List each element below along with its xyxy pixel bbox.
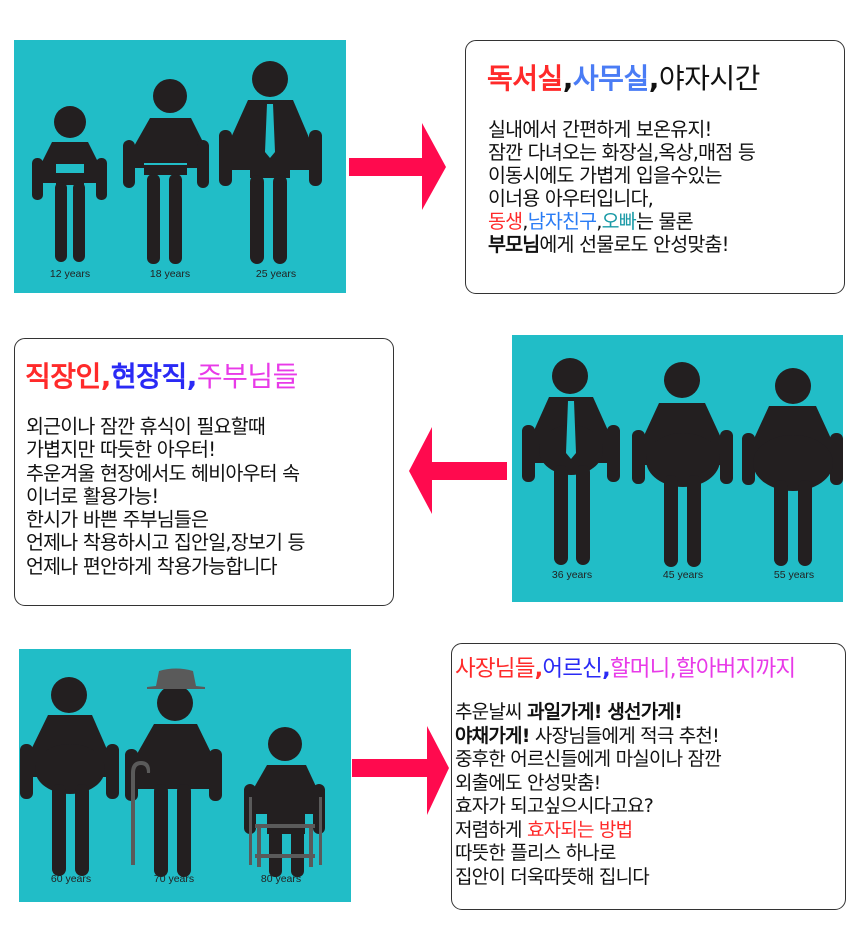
title-keyword: 할머니,할아버지까지 xyxy=(609,656,796,682)
body-text: 에게 선물로도 안성맞춤! xyxy=(539,233,729,256)
title-separator: , xyxy=(602,656,611,682)
body-line: 집안이 더욱따뜻해 집니다 xyxy=(455,865,650,888)
title-separator: , xyxy=(648,62,660,95)
stick-figures-middle-age xyxy=(522,358,843,567)
description-box-2: 직장인,현장직,주부님들 외근이나 잠깐 휴식이 필요할때 가볍지만 따듯한 아… xyxy=(14,338,394,606)
body-line: 이너용 아우터입니다, xyxy=(488,187,654,210)
age-label: 70 years xyxy=(153,873,195,885)
arrow-right-icon xyxy=(352,726,449,815)
arrow-right-icon xyxy=(349,123,446,210)
stick-figures-elderly xyxy=(20,668,325,877)
title-keyword: 사무실 xyxy=(572,62,649,95)
bold-text: 야채가게! xyxy=(455,724,530,747)
age-label: 55 years xyxy=(773,569,815,581)
box-body: 실내에서 간편하게 보온유지! 잠깐 다녀오는 화장실,옥상,매점 등 이동시에… xyxy=(488,118,756,256)
title-keyword: 야자시간 xyxy=(658,62,761,95)
title-separator: , xyxy=(534,656,544,682)
box-title: 독서실,사무실,야자시간 xyxy=(487,57,760,97)
highlight-text: 동생 xyxy=(488,210,523,233)
body-line: 실내에서 간편하게 보온유지! xyxy=(488,118,712,141)
title-keyword: 직장인 xyxy=(25,360,101,393)
body-text: 추운날씨 xyxy=(455,701,527,723)
title-separator: , xyxy=(186,360,198,393)
body-text: 사장님들에게 적극 추천! xyxy=(529,724,720,747)
body-text: 저렴하게 xyxy=(455,818,527,841)
title-separator: , xyxy=(100,360,112,393)
separator: , xyxy=(596,210,602,233)
title-keyword: 사장님들 xyxy=(455,656,535,682)
title-keyword: 현장직 xyxy=(110,360,187,393)
body-line: 이너로 활용가능! xyxy=(26,484,159,508)
arrow-left-icon xyxy=(409,427,507,514)
body-line: 부모님에게 선물로도 안성맞춤! xyxy=(488,233,755,256)
box-body: 추운날씨 과일가게! 생선가게! 야채가게! 사장님들에게 적극 추천! 중후한… xyxy=(455,701,722,889)
bold-text: 과일가게! 생선가게! xyxy=(526,701,683,723)
body-line: 중후한 어르신들에게 마실이나 잠깐 xyxy=(455,748,722,770)
age-illustration-panel-2: 36 years 45 years 55 years xyxy=(512,335,843,602)
body-line: 추운겨울 현장에서도 헤비아우터 속 xyxy=(26,461,300,485)
highlight-text: 오빠 xyxy=(601,210,637,233)
age-label: 80 years xyxy=(260,873,302,885)
body-line: 외출에도 안성맞춤! xyxy=(455,771,601,794)
body-line: 따뜻한 플리스 하나로 xyxy=(455,842,616,864)
body-line: 추운날씨 과일가게! 생선가게! xyxy=(455,701,721,725)
body-line: 한시가 바쁜 주부님들은 xyxy=(26,508,209,532)
body-line: 언제나 착용하시고 집안일,장보기 등 xyxy=(26,531,306,555)
body-line: 효자가 되고싶으시다고요? xyxy=(455,795,654,817)
box-body: 외근이나 잠깐 휴식이 필요할때 가볍지만 따듯한 아우터! 추운겨울 현장에서… xyxy=(26,415,306,578)
age-label: 25 years xyxy=(255,268,297,280)
body-line: 외근이나 잠깐 휴식이 필요할때 xyxy=(26,415,266,438)
box-title: 사장님들,어르신,할머니,할아버지까지 xyxy=(455,651,796,683)
separator: , xyxy=(522,210,528,233)
highlight-text: 효자되는 방법 xyxy=(526,818,633,841)
title-keyword: 독서실 xyxy=(487,62,563,95)
highlight-text: 남자친구 xyxy=(527,210,597,233)
title-separator: , xyxy=(562,62,574,95)
age-label: 45 years xyxy=(662,569,704,581)
description-box-3: 사장님들,어르신,할머니,할아버지까지 추운날씨 과일가게! 생선가게! 야채가… xyxy=(451,643,846,910)
body-line: 가볍지만 따듯한 아우터! xyxy=(26,438,216,462)
body-line: 저렴하게 효자되는 방법 xyxy=(455,819,721,843)
age-label: 36 years xyxy=(551,569,593,581)
body-line: 야채가게! 사장님들에게 적극 추천! xyxy=(455,725,721,749)
body-line: 잠깐 다녀오는 화장실,옥상,매점 등 xyxy=(488,141,756,164)
age-illustration-panel-1: 12 years 18 years 25 years xyxy=(14,40,346,293)
bold-text: 부모님 xyxy=(488,233,540,256)
title-keyword: 어르신 xyxy=(542,656,603,682)
body-text: 는 물론 xyxy=(635,210,694,233)
body-line: 이동시에도 가볍게 입을수있는 xyxy=(488,164,722,187)
age-label: 18 years xyxy=(149,268,191,280)
title-keyword: 주부님들 xyxy=(196,360,299,393)
body-line: 언제나 편안하게 착용가능합니다 xyxy=(26,554,278,578)
box-title: 직장인,현장직,주부님들 xyxy=(25,355,298,395)
age-label: 12 years xyxy=(49,268,91,280)
stick-figures-young xyxy=(32,61,322,264)
age-illustration-panel-3: 60 years 70 years 80 years xyxy=(19,649,351,902)
description-box-1: 독서실,사무실,야자시간 실내에서 간편하게 보온유지! 잠깐 다녀오는 화장실… xyxy=(465,40,845,294)
body-line: 동생,남자친구,오빠는 물론 xyxy=(488,210,755,233)
age-label: 60 years xyxy=(50,873,92,885)
